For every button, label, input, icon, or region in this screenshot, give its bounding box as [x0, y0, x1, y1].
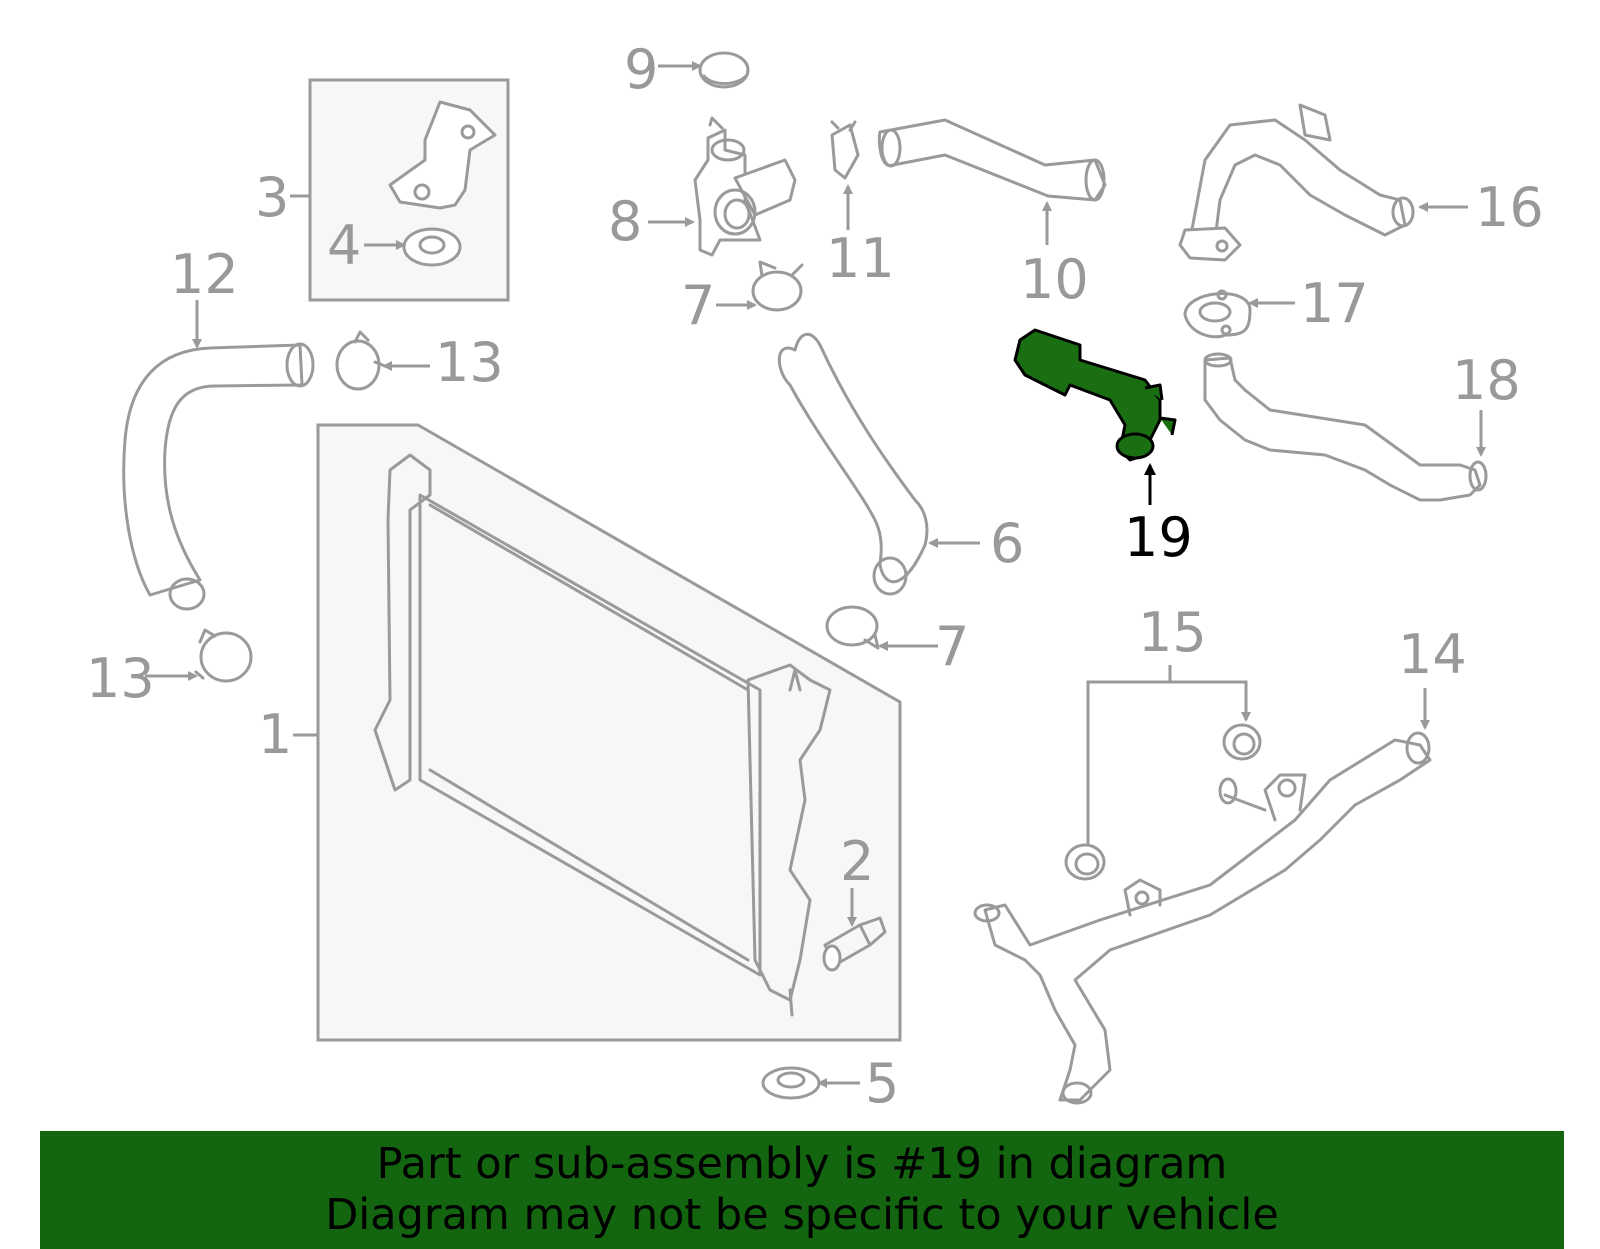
label-14: 14: [1398, 623, 1467, 686]
label-9: 9: [624, 38, 658, 101]
label-11: 11: [826, 227, 895, 290]
label-18: 18: [1452, 349, 1521, 412]
mount-insulator: [761, 1066, 821, 1100]
bypass-hose: [1203, 352, 1488, 502]
label-4: 4: [327, 214, 361, 277]
label-8: 8: [608, 190, 642, 253]
label-15: 15: [1138, 601, 1207, 664]
radiator-hose-12: [122, 342, 315, 611]
lower-hose: [777, 332, 929, 596]
label-13-upper: 13: [435, 331, 504, 394]
coolant-hose-19-highlighted: [1013, 328, 1177, 462]
gasket: [1183, 289, 1252, 339]
water-pipe: [973, 731, 1432, 1105]
info-banner: Part or sub-assembly is #19 in diagram D…: [40, 1131, 1564, 1249]
label-19: 19: [1124, 506, 1193, 569]
label-13-lower: 13: [86, 647, 155, 710]
label-2: 2: [840, 830, 874, 893]
label-6: 6: [990, 512, 1024, 575]
bracket-box: [308, 78, 510, 302]
radiator-assembly: [316, 423, 902, 1042]
label-7-upper: 7: [681, 274, 715, 337]
banner-line-2: Diagram may not be specific to your vehi…: [325, 1190, 1279, 1240]
upper-hose: [877, 118, 1107, 202]
o-ring-upper: [1222, 723, 1262, 761]
thermostat-housing: [693, 116, 797, 257]
label-12: 12: [170, 243, 239, 306]
heater-pipe: [1178, 103, 1415, 262]
hose-clamp-small: [830, 120, 860, 180]
label-1: 1: [258, 703, 292, 766]
hose-clamp-lower: [825, 605, 880, 650]
banner-line-1: Part or sub-assembly is #19 in diagram: [376, 1139, 1228, 1189]
label-3: 3: [255, 166, 289, 229]
hose-clamp-13-upper: [335, 330, 387, 391]
filler-cap: [698, 51, 750, 89]
leader-lines: [145, 61, 1486, 1088]
hose-clamp-13-lower: [194, 628, 253, 683]
label-17: 17: [1300, 272, 1369, 335]
label-5: 5: [865, 1052, 899, 1115]
hose-clamp-upper: [751, 260, 804, 312]
drain-plug: [822, 916, 887, 972]
label-16: 16: [1475, 176, 1544, 239]
label-7-lower: 7: [935, 615, 969, 678]
label-10: 10: [1020, 248, 1089, 311]
o-ring-lower: [1064, 843, 1106, 881]
